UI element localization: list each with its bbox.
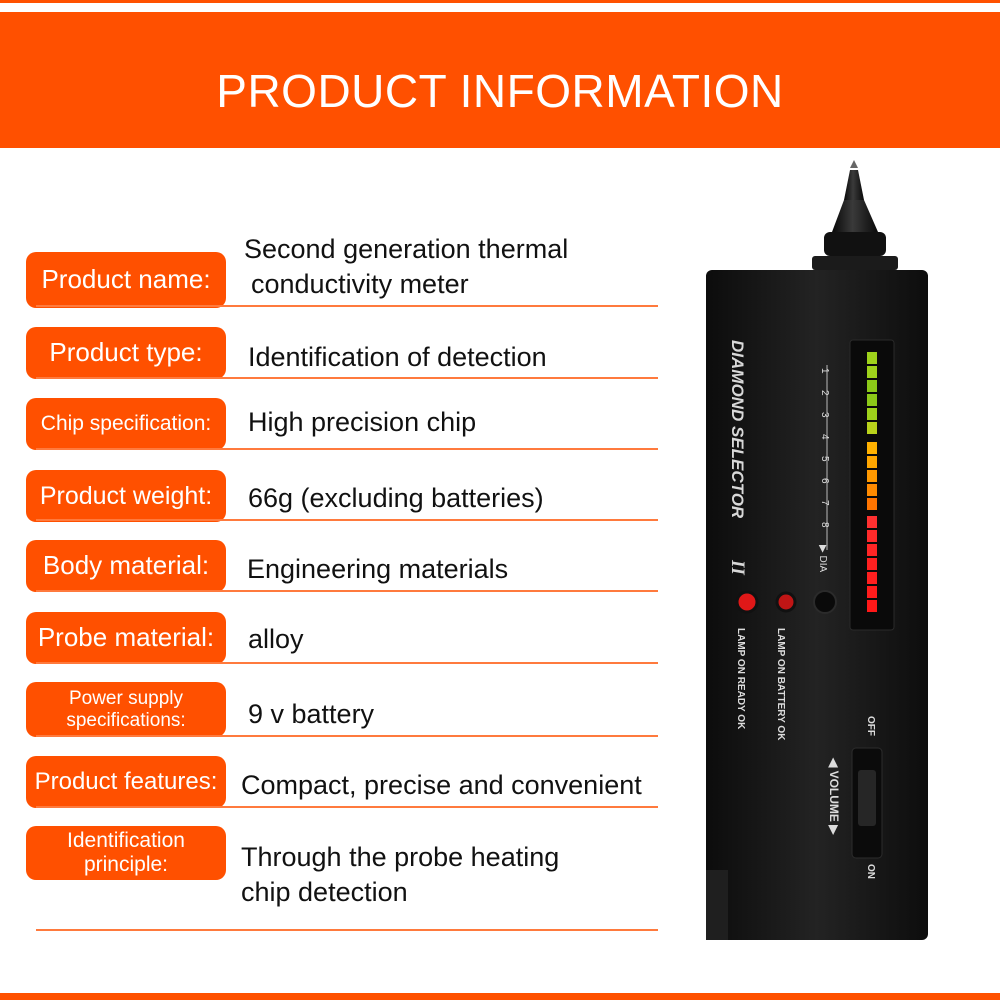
spec-label-line: Power supply [68,687,184,709]
spec-value-line: chip detection [241,877,408,907]
spec-label-line: specifications: [66,709,186,731]
battery-lamp [775,591,797,613]
spec-value-identification-principle: Through the probe heating chip detection [241,840,559,910]
spec-label-product-weight: Product weight: [26,470,226,522]
diamond-tester-device-image: DIAMOND SELECTOR II 1 2 3 4 5 6 7 8 ▶ DI… [706,160,928,940]
scale-label: 3 [819,412,830,418]
top-accent-rule [0,0,1000,3]
brand-text: DIAMOND SELECTOR II [727,340,748,575]
scale-label: 8 [819,522,830,528]
spec-label-identification-principle: Identification principle: [26,826,226,880]
bottom-accent-rule [0,993,1000,1000]
lamp-ready-label: LAMP ON READY OK [735,628,746,730]
spec-value-product-weight: 66g (excluding batteries) [248,483,544,513]
scale-label: 5 [819,456,830,462]
spec-value-product-name: Second generation thermal conductivity m… [244,232,568,302]
scale-label: 7 [819,500,830,506]
spec-value-power-supply: 9 v battery [248,699,375,729]
spec-value-product-features: Compact, precise and convenient [241,770,642,800]
divider-line [36,305,658,307]
scale-label: 1 [819,368,830,374]
divider-line [36,590,658,592]
spec-value-chip-specification: High precision chip [248,407,477,437]
scale-label: 4 [819,434,830,440]
divider-line [36,448,658,450]
spec-value-probe-material: alloy [248,624,304,654]
divider-line [36,662,658,664]
spec-label-probe-material: Probe material: [26,612,226,664]
lamp-battery-label: LAMP ON BATTERY OK [775,628,786,741]
spec-label-body-material: Body material: [26,540,226,592]
spec-value-line: Second generation thermal [244,234,569,264]
spec-value-line: conductivity meter [251,269,469,299]
spec-value-line: Through the probe heating [241,842,560,872]
scale-label: 6 [819,478,830,484]
spec-label-line: Identification [67,828,185,852]
brand-name: DIAMOND SELECTOR [728,340,747,519]
spec-label-product-type: Product type: [26,327,226,379]
spec-label-line: principle: [83,853,169,876]
spec-value-product-type: Identification of detection [248,342,547,372]
lamp-battery-text: LAMP ON BATTERY OK [775,628,786,741]
volume-wheel[interactable] [858,770,876,826]
spec-label-product-features: Product features: [26,756,226,808]
divider-line [36,929,658,931]
spec-label-product-name: Product name: [26,252,226,308]
scale-markings: 1 2 3 4 5 6 7 8 ▶ DIA [817,365,830,572]
divider-line [36,806,658,808]
divider-line [36,519,658,521]
dia-label: ▶ DIA [817,545,828,572]
header-banner: PRODUCT INFORMATION [0,12,1000,148]
volume-text: ◀ VOLUME ▶ [827,757,841,835]
lamp-ready-text: LAMP ON READY OK [735,628,746,730]
scale-label: 2 [819,390,830,396]
off-label: OFF [865,716,876,736]
divider-line [36,735,658,737]
divider-line [36,377,658,379]
ready-lamp [735,590,759,614]
probe-tip [812,160,898,270]
test-button[interactable] [813,590,837,614]
spec-label-chip-specification: Chip specification: [26,398,226,450]
spec-label-power-supply: Power supply specifications: [26,682,226,737]
off-text: OFF [865,716,876,736]
on-label: ON [865,864,876,879]
on-text: ON [865,864,876,879]
spec-value-body-material: Engineering materials [247,554,509,584]
page-title: PRODUCT INFORMATION [216,65,784,117]
battery-cover [706,870,728,940]
brand-model: II [727,559,748,575]
led-bar [867,352,877,612]
volume-label: ◀ VOLUME ▶ [827,757,841,835]
